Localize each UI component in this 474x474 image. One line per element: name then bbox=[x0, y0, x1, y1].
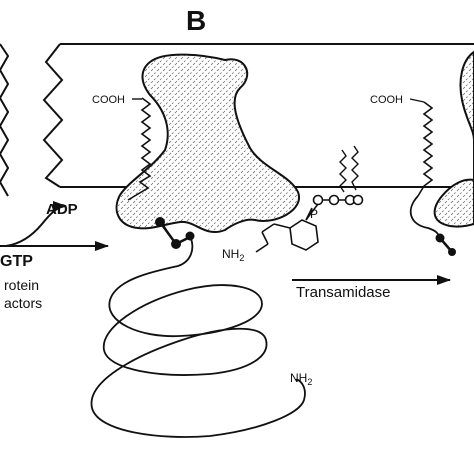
cooh-chain-right bbox=[417, 101, 434, 197]
protein-factors-line1: rotein bbox=[4, 277, 39, 293]
cooh-label-left: COOH bbox=[92, 94, 125, 106]
bead-right-1 bbox=[435, 233, 445, 243]
nh2-label-upper: NH2 bbox=[222, 247, 244, 263]
protein-right bbox=[433, 50, 474, 228]
cooh-right-connector bbox=[409, 98, 425, 103]
cooh-label-right: COOH bbox=[370, 94, 403, 106]
nascent-polypeptide-coil bbox=[90, 235, 306, 438]
gtp-label: GTP bbox=[0, 253, 33, 270]
cooh-chain-left bbox=[127, 97, 152, 201]
bead-right-2 bbox=[448, 248, 456, 256]
panel-label: B bbox=[186, 5, 206, 36]
phosphoethanolamine-ring bbox=[255, 207, 319, 253]
signal-peptide-beads bbox=[155, 217, 195, 249]
transamidase-protein-left bbox=[115, 53, 301, 233]
adp-label: ADP bbox=[46, 201, 78, 218]
gpi-lipid-tails bbox=[339, 145, 359, 193]
adp-release-curve bbox=[5, 201, 67, 247]
gpi-anchor-glycan bbox=[305, 194, 364, 221]
protein-factors-line2: actors bbox=[4, 295, 42, 311]
nh2-label-lower: NH2 bbox=[290, 371, 312, 387]
phosphate-label: P bbox=[310, 207, 318, 221]
transamidase-label: Transamidase bbox=[296, 284, 390, 301]
left-membrane-fragment bbox=[0, 43, 10, 197]
